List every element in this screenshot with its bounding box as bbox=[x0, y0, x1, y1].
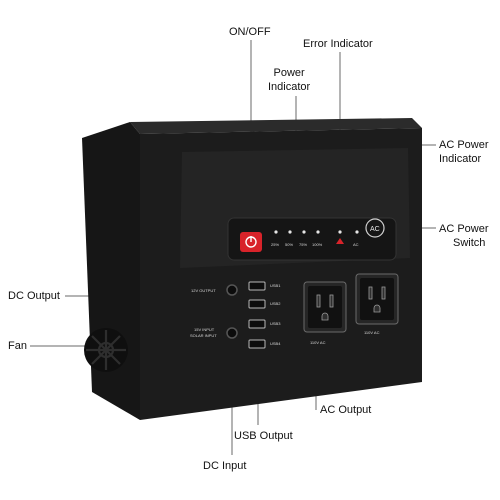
ac-power-switch-label: AC Power Switch bbox=[439, 222, 489, 250]
usb-port-2[interactable] bbox=[248, 299, 266, 309]
ac-button-text: AC bbox=[370, 226, 380, 233]
fan-vent bbox=[84, 328, 128, 372]
power-indicator-label: Power Indicator bbox=[268, 66, 310, 94]
power-indicator-label-line2: Indicator bbox=[268, 81, 311, 93]
ac-power-indicator-label-line1: AC Power bbox=[439, 139, 489, 151]
warning-icon bbox=[336, 238, 344, 244]
dc-input-jack[interactable] bbox=[226, 327, 238, 339]
device-body bbox=[82, 118, 422, 420]
on-off-label: ON/OFF bbox=[229, 26, 271, 38]
control-panel bbox=[227, 217, 397, 261]
ac-power-indicator-label: AC Power Indicator bbox=[439, 138, 489, 166]
outlet-left-text: 110V AC bbox=[310, 340, 326, 345]
solar-input-text: SOLAR INPUT bbox=[190, 333, 217, 338]
led-25 bbox=[274, 230, 278, 234]
led-75 bbox=[302, 230, 306, 234]
ac-power-switch-label-line2: Switch bbox=[453, 237, 486, 249]
usb-ports bbox=[248, 281, 266, 349]
error-led bbox=[338, 230, 342, 234]
usb2-text: USB2 bbox=[270, 301, 281, 306]
led-100 bbox=[316, 230, 320, 234]
pct-100-text: 100% bbox=[312, 242, 323, 247]
power-indicator-leds bbox=[274, 230, 320, 234]
dc-output-jack[interactable] bbox=[226, 284, 238, 296]
ac-power-switch[interactable]: AC bbox=[365, 218, 385, 238]
ac-small-text: AC bbox=[353, 242, 359, 247]
error-indicator-label: Error Indicator bbox=[303, 38, 373, 50]
usb3-text: USB3 bbox=[270, 321, 281, 326]
dc-output-label: DC Output bbox=[8, 290, 60, 302]
pct-75-text: 75% bbox=[299, 242, 307, 247]
led-50 bbox=[288, 230, 292, 234]
ac-power-indicator-label-line2: Indicator bbox=[439, 153, 482, 165]
usb-port-4[interactable] bbox=[248, 339, 266, 349]
output-12v-text: 12V OUTPUT bbox=[191, 288, 216, 293]
fan-icon bbox=[86, 330, 126, 370]
pct-50-text: 50% bbox=[285, 242, 293, 247]
ac-power-switch-label-line1: AC Power bbox=[439, 223, 489, 235]
ac-outlet-left[interactable] bbox=[303, 281, 347, 333]
input-15v-text: 15V INPUT bbox=[194, 327, 215, 332]
usb1-text: USB1 bbox=[270, 283, 281, 288]
ac-output-label: AC Output bbox=[320, 404, 372, 416]
ac-led bbox=[355, 230, 359, 234]
fan-label: Fan bbox=[8, 340, 27, 352]
ac-outlet-right[interactable] bbox=[355, 273, 399, 325]
usb-port-3[interactable] bbox=[248, 319, 266, 329]
dc-input-label: DC Input bbox=[203, 460, 247, 472]
pct-25-text: 25% bbox=[271, 242, 279, 247]
power-button[interactable] bbox=[240, 232, 262, 252]
power-indicator-label-line1: Power bbox=[273, 67, 305, 79]
usb4-text: USB4 bbox=[270, 341, 281, 346]
outlet-right-text: 110V AC bbox=[364, 330, 380, 335]
usb-port-1[interactable] bbox=[248, 281, 266, 291]
usb-output-label: USB Output bbox=[234, 430, 293, 442]
